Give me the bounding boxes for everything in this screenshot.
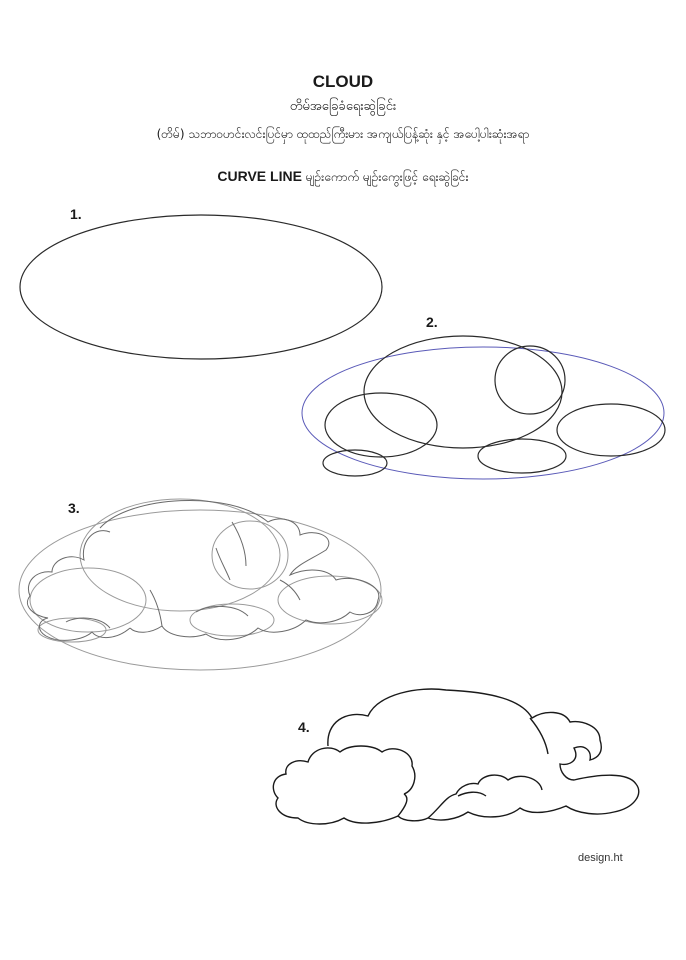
step-3-guide-right-lobe [211,520,289,590]
step-3-label: 3. [68,500,80,516]
step-2-lobe-top-right [494,345,566,415]
step-3-inner-curls [65,521,301,629]
page-title: CLOUD [312,72,374,91]
page-subtitle: တိမ်အခြေခံရေးဆွဲခြင်း [289,99,397,114]
credit-text: design.ht [578,852,623,864]
step-3-scalloped-outline [26,500,380,641]
step-2-lobe-right [556,403,666,457]
section-heading: CURVE LINE မျဉ်းကောက် မျဉ်းကွေးဖြင့် ရေး… [0,166,686,187]
section-heading-my: မျဉ်းကောက် မျဉ်းကွေးဖြင့် ရေးဆွဲခြင်း [301,170,469,184]
step-1-base-ellipse [19,214,383,360]
step-1-label: 1. [70,206,82,222]
step-2-lobe-center [363,335,563,449]
step-3-guide-center [79,498,281,612]
step-4-inner-details [397,717,549,817]
step-4-drawing [272,688,640,825]
step-3-guide-ellipse [18,509,382,671]
step-2-guide-ellipse [301,346,665,480]
step-3-drawing [18,498,383,671]
step-3-guide-far-right-lobe [277,575,383,625]
step-2-drawing [301,335,666,480]
step-3-guide-bottom-lobe [189,603,275,637]
step-2-lobe-bottom-left [322,449,388,477]
step-4-label: 4. [298,719,310,735]
page-note: (တိမ်) သဘာဝဟင်းလင်းပြင်မှာ ထုထည်ကြီးမား … [156,127,530,141]
step-3-guide-small-lobe [37,617,107,643]
step-4-cloud-outline [272,688,640,825]
section-heading-en: CURVE LINE [217,168,302,184]
step-2-lobe-bottom-mid [477,438,567,474]
step-2-lobe-left [324,392,438,458]
step-1-drawing [19,214,383,360]
step-2-label: 2. [426,314,438,330]
step-3-guide-left-lobe [29,567,147,633]
